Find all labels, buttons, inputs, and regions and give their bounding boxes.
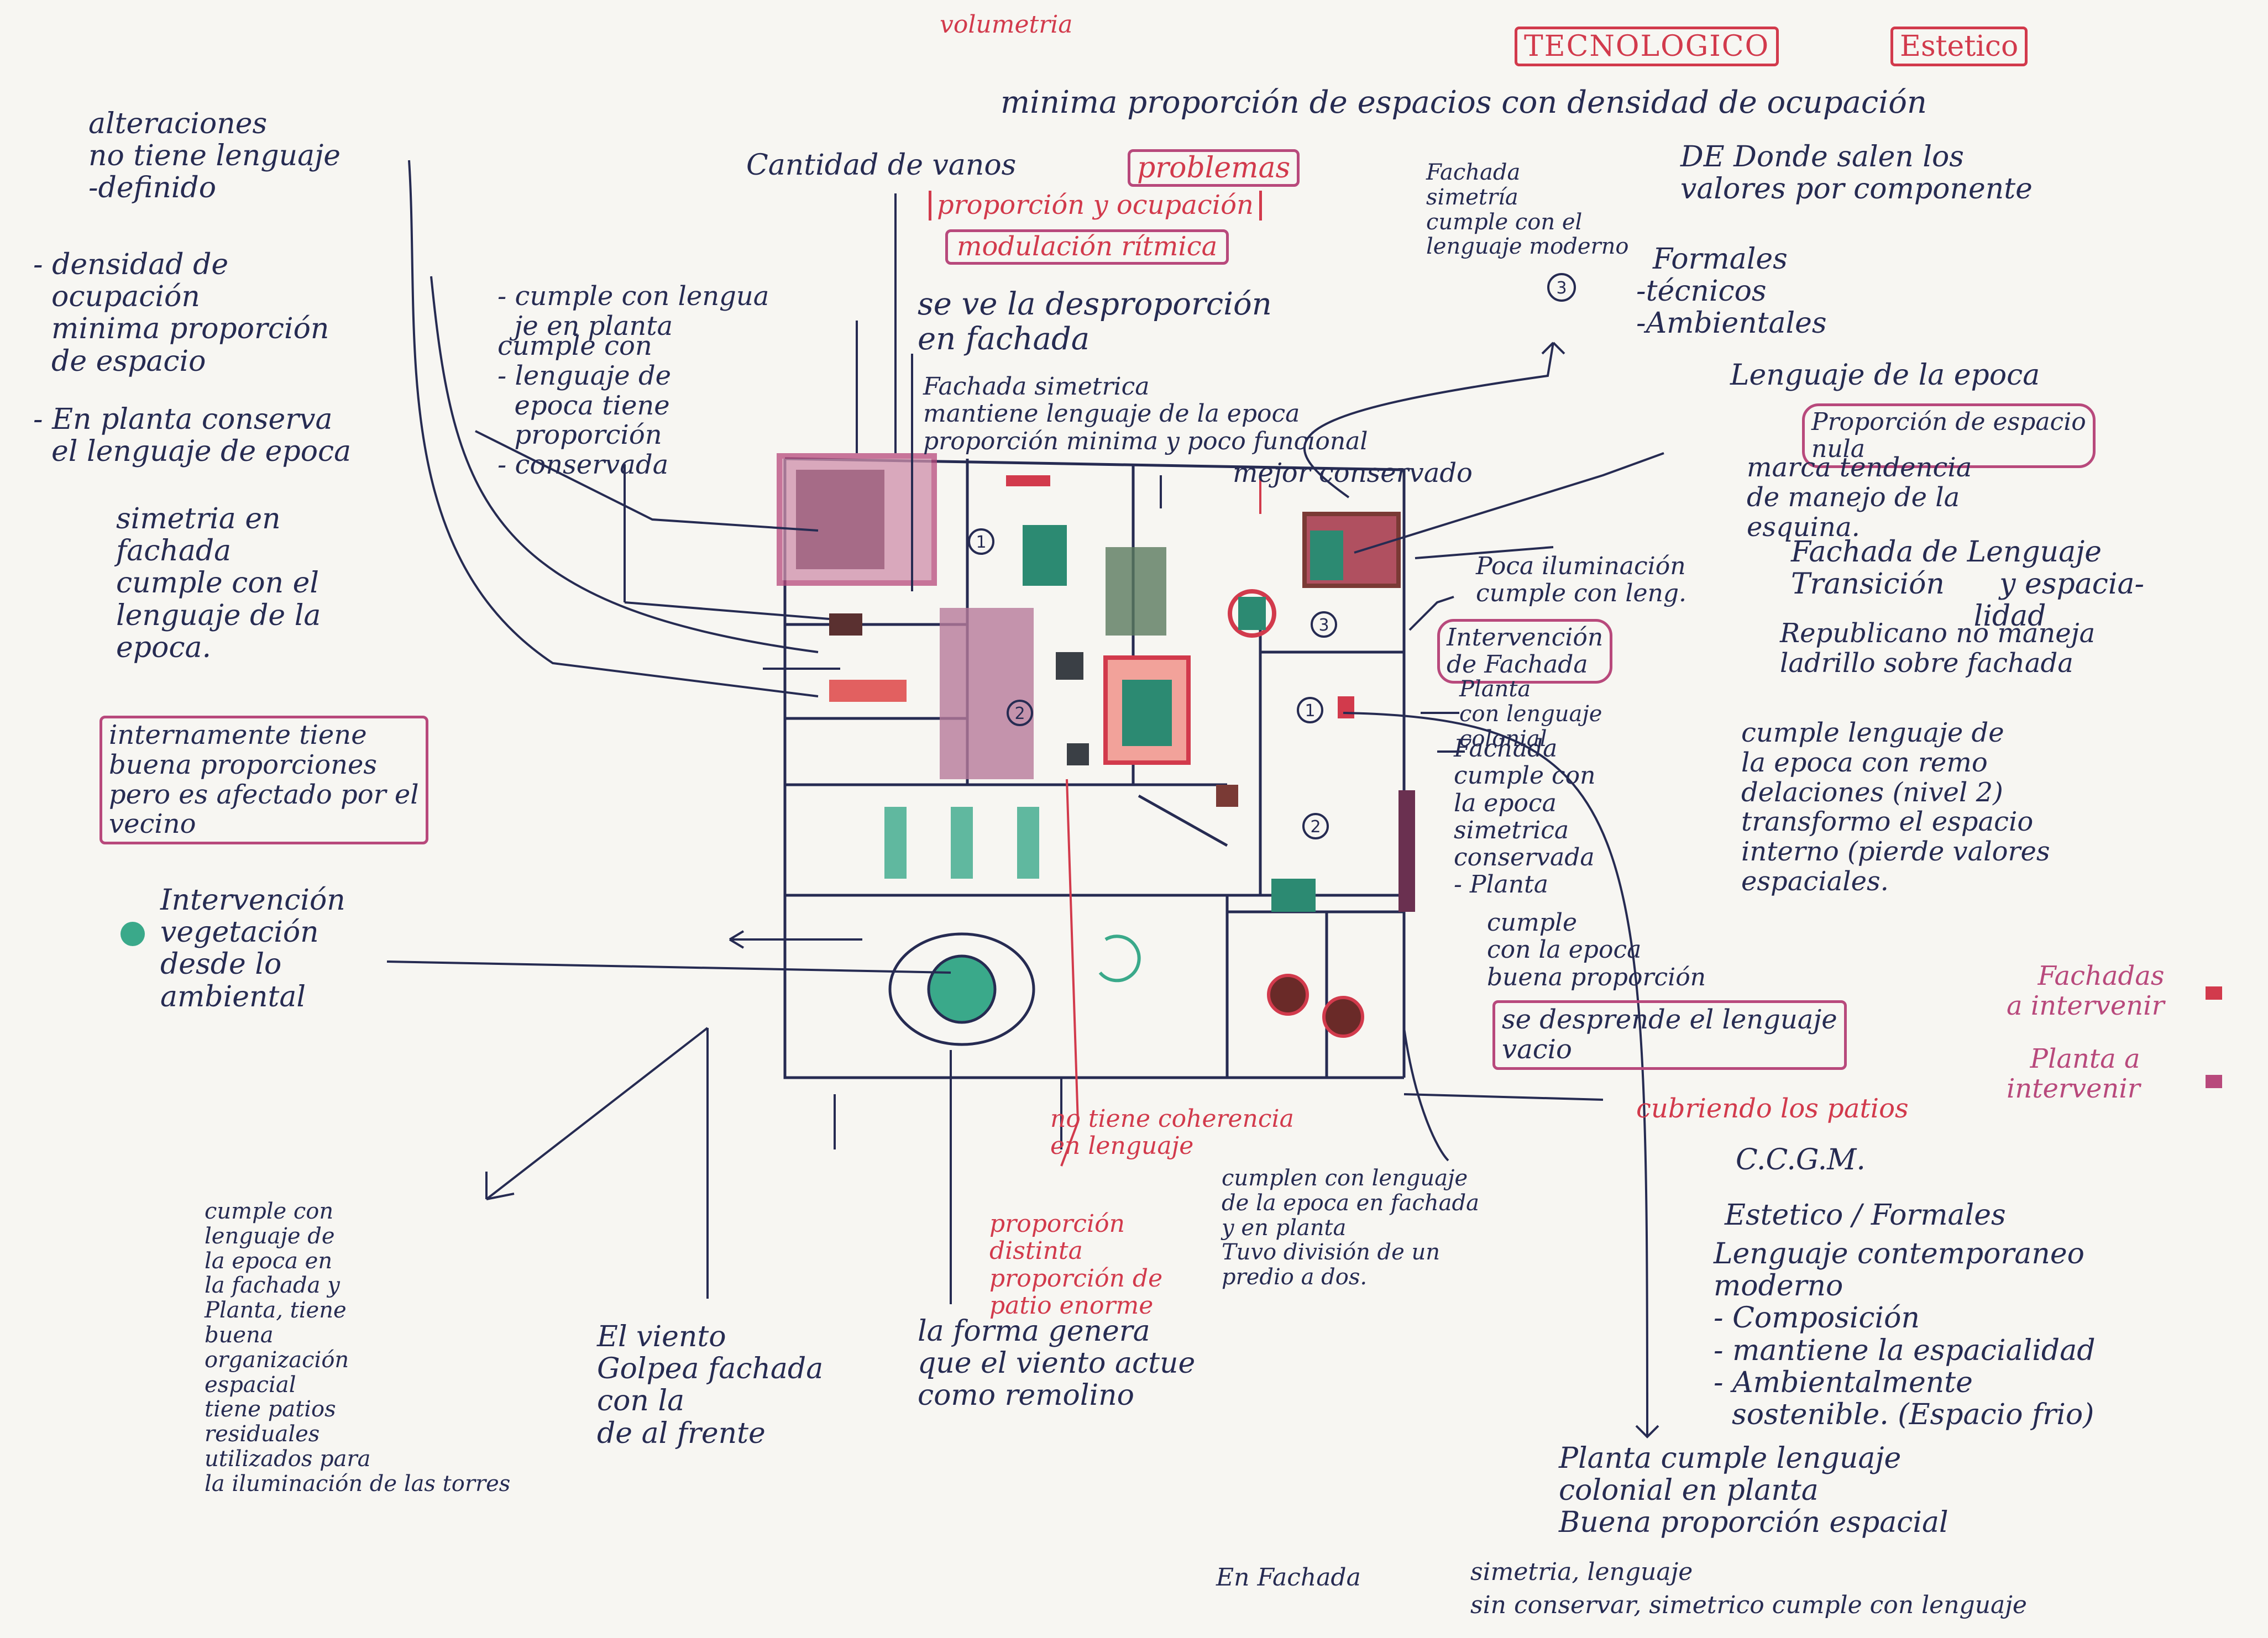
legend-planta-label: Planta a intervenir bbox=[2007, 1043, 2140, 1104]
problemas-note: problemas bbox=[1128, 149, 1300, 187]
block-brown-circle-2 bbox=[1322, 996, 1364, 1038]
tag-tecnologico: TECNOLOGICO bbox=[1515, 27, 1779, 67]
legend-fachadas-square bbox=[2206, 986, 2222, 1000]
poca-iluminacion-note: Poca iluminación cumple con leng. bbox=[1476, 552, 1687, 608]
plan-blocks bbox=[777, 453, 1415, 1046]
estetico-formales-note: Estetico / Formales bbox=[1725, 1199, 2006, 1232]
cumple-planta-note: - cumple con lengua je en planta bbox=[497, 281, 769, 342]
no-coherencia-note: no tiene coherencia en lenguaje bbox=[1050, 1105, 1294, 1161]
proporcion-nula-note: Proporción de espacio nula bbox=[1802, 403, 2096, 468]
block-dark-small bbox=[829, 613, 862, 636]
block-green-hatch-2 bbox=[1106, 547, 1166, 636]
marker-2a: 2 bbox=[1014, 704, 1025, 723]
marker-3b: 3 bbox=[1556, 279, 1567, 298]
legend-fachadas-label: Fachadas a intervenir bbox=[2007, 960, 2165, 1021]
simetria-lenguaje-note: simetria, lenguaje bbox=[1470, 1558, 1693, 1586]
block-brown-2 bbox=[1338, 696, 1354, 718]
block-green-bar-3 bbox=[1017, 807, 1039, 879]
block-green-4 bbox=[1238, 597, 1266, 630]
mejor-conservado-note: mejor conservado bbox=[1233, 458, 1473, 489]
contemporaneo-note: Lenguaje contemporaneo moderno - Composi… bbox=[1714, 1237, 2096, 1432]
fachada-simetria-note: Fachada simetría cumple con el lenguaje … bbox=[1426, 160, 1629, 260]
plan-markers bbox=[968, 273, 1576, 839]
viento-remolino-note: la forma genera que el viento actue como… bbox=[918, 1315, 1196, 1413]
republicano-note: Republicano no maneja ladrillo sobre fac… bbox=[1780, 618, 2096, 679]
simetria-fachada-note: simetria en fachada cumple con el lengua… bbox=[116, 502, 321, 664]
marker-3a: 3 bbox=[1318, 616, 1329, 635]
category-tecnicos: -técnicos bbox=[1636, 275, 1767, 308]
leader-lines bbox=[386, 160, 1664, 1439]
tag-estetico: Estetico bbox=[1890, 27, 2028, 67]
marker-1a: 1 bbox=[976, 533, 986, 552]
proporcion-ocupacion-note: proporción y ocupación bbox=[929, 190, 1262, 221]
cumple-epoca-note: cumple con - lenguaje de epoca tiene pro… bbox=[497, 330, 672, 480]
cumplen-lenguaje-note: cumplen con lenguaje de la epoca en fach… bbox=[1222, 1166, 1479, 1290]
marker-2b: 2 bbox=[1310, 817, 1321, 837]
ccgm-note: C.C.G.M. bbox=[1736, 1143, 1866, 1177]
volumetria-note: volumetria bbox=[940, 11, 1073, 39]
desprende-lenguaje-note: se desprende el lenguaje vacio bbox=[1492, 1000, 1847, 1070]
courtyard-tree bbox=[927, 954, 997, 1024]
fachada-simetrica-note: Fachada simetrica mantiene lenguaje de l… bbox=[923, 372, 1368, 455]
block-red-ring bbox=[1228, 589, 1276, 638]
category-formales: Formales bbox=[1653, 243, 1788, 276]
uno-cumple-note: cumple con la epoca buena proporción bbox=[1487, 909, 1706, 991]
block-green-bar-2 bbox=[951, 807, 973, 879]
planta-cumple-lenguaje-note: Planta cumple lenguaje colonial en plant… bbox=[1559, 1442, 1949, 1540]
internamente-note: internamente tiene buena proporciones pe… bbox=[99, 716, 428, 844]
modulacion-note: modulación rítmica bbox=[945, 229, 1229, 265]
block-red-top bbox=[1006, 475, 1050, 486]
planta-conserva-note: - En planta conserva el lenguaje de epoc… bbox=[33, 403, 352, 469]
red-leaders bbox=[1060, 475, 1261, 1167]
block-green-bar-1 bbox=[884, 807, 907, 879]
alteraciones-note: alteraciones no tiene lenguaje -definido bbox=[88, 107, 341, 205]
sin-conservar-note: sin conservar, simetrico cumple con leng… bbox=[1470, 1591, 2027, 1619]
block-brown-circle bbox=[1267, 974, 1309, 1016]
proporcion-distinta-note: proporción distinta proporción de patio … bbox=[989, 1210, 1163, 1320]
legend-vegetation-dot bbox=[121, 922, 145, 946]
block-pink-hatched bbox=[796, 470, 884, 569]
cubriendo-patios-note: cubriendo los patios bbox=[1636, 1093, 1909, 1124]
cumple-lenguaje-epoca-note: cumple lenguaje de la epoca con remo del… bbox=[1741, 717, 2050, 897]
wind-swirl bbox=[1098, 935, 1141, 983]
planta-colonial-note: Planta con lenguaje colonial bbox=[1459, 676, 1602, 752]
lenguaje-epoca-note: Lenguaje de la epoca bbox=[1730, 359, 2040, 392]
fachada-transicion-note: Fachada de Lenguaje Transición y espacia… bbox=[1791, 536, 2145, 633]
block-corner-ne bbox=[1302, 512, 1401, 588]
block-pink-diagonal bbox=[940, 608, 1034, 779]
block-dark-right bbox=[1398, 790, 1415, 912]
courtyard-ring bbox=[888, 932, 1035, 1046]
intervencion-fachada-note: Intervención de Fachada bbox=[1437, 619, 1613, 684]
cumple-left-note: cumple con lenguaje de la epoca en la fa… bbox=[205, 1199, 511, 1497]
block-green-3 bbox=[1122, 680, 1172, 746]
en-fachada-note: En Fachada bbox=[1216, 1563, 1361, 1592]
block-brown-1 bbox=[1216, 785, 1238, 807]
block-dark-mid bbox=[1056, 652, 1083, 680]
block-dark-mid2 bbox=[1067, 743, 1089, 765]
vegetacion-note: Intervención vegetación desde lo ambient… bbox=[160, 884, 345, 1014]
legend-planta-square bbox=[2206, 1075, 2222, 1088]
marca-tendencia-note: marca tendencia de manejo de la esquina. bbox=[1747, 452, 1972, 543]
block-green-5 bbox=[1271, 879, 1316, 912]
site-plan bbox=[783, 457, 1406, 1079]
marker-1b: 1 bbox=[1305, 701, 1315, 721]
block-green-1 bbox=[1023, 525, 1067, 586]
desproporcion-note: se ve la desproporción en fachada bbox=[918, 286, 1272, 357]
legend-squares bbox=[121, 922, 2222, 1088]
block-red-small bbox=[829, 680, 907, 702]
fachada-cumple-note: Fachada cumple con la epoca simetrica co… bbox=[1454, 734, 1596, 899]
block-corner-ne-inner bbox=[1310, 531, 1343, 580]
viento-golpea-note: El viento Golpea fachada con la de al fr… bbox=[597, 1320, 824, 1450]
vanos-note: Cantidad de vanos bbox=[746, 149, 1017, 182]
category-ambientales: -Ambientales bbox=[1636, 307, 1827, 340]
values-question: DE Donde salen los valores por component… bbox=[1680, 140, 2033, 206]
densidad-note: - densidad de ocupación minima proporció… bbox=[33, 248, 329, 378]
top-line-note: minima proporción de espacios con densid… bbox=[1001, 85, 1927, 120]
